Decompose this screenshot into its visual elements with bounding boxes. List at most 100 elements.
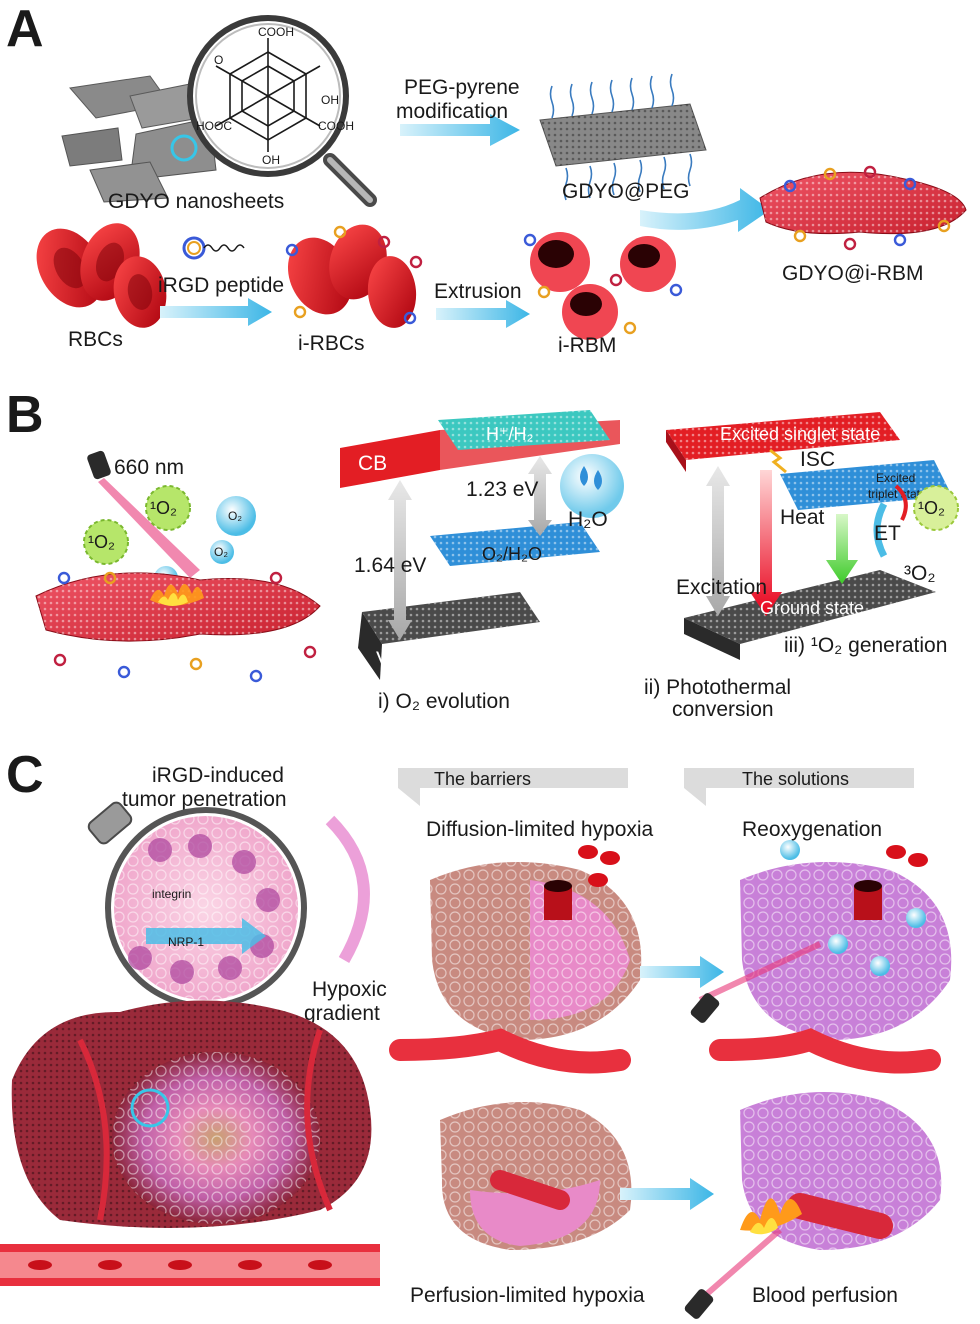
i-rbcs-illustration [285, 224, 423, 328]
label-reoxygenation: Reoxygenation [742, 818, 882, 841]
isc-zigzag-icon [769, 448, 787, 474]
arrow-blood-perfusion [620, 1178, 714, 1210]
label-gdyo-irbm: GDYO@i-RBM [782, 262, 923, 285]
label-nrp1: NRP-1 [168, 935, 204, 949]
panel-a-letter: A [6, 0, 44, 58]
gdyo-peg-illustration [539, 73, 707, 201]
label-excited-triplet-1: Excited [876, 471, 915, 485]
label-o2-bubble-1: O₂ [228, 509, 242, 523]
tumor-zoom-circle [130, 1088, 170, 1128]
arrow-1-23ev [528, 456, 552, 536]
i-rbm-illustration [523, 232, 683, 340]
magnifier-chemical-structure: COOH OH HOOC COOH OH O [187, 15, 377, 207]
label-o2-h2o: O₂/H₂O [482, 544, 542, 564]
laser-icon-c-bottom [684, 1289, 714, 1319]
gdyo-irbm-illustration [759, 165, 967, 251]
label-gdyo-peg: GDYO@PEG [562, 180, 690, 203]
label-h2o: H₂O [568, 508, 608, 531]
label-singlet-oxygen-2: ¹O₂ [88, 532, 115, 552]
label-tumor-penetration: tumor penetration [122, 788, 287, 811]
label-1-64ev: 1.64 eV [354, 554, 426, 577]
label-gdyo-nanosheets: GDYO nanosheets [108, 190, 284, 213]
arrow-excitation [706, 466, 730, 616]
label-irgd-peptide: iRGD peptide [158, 274, 284, 297]
tumor-penetration-magnifier: integrin NRP-1 [87, 801, 370, 1009]
label-gradient: gradient [304, 1002, 380, 1025]
label-1o2-generation: iii) ¹O₂ generation [784, 634, 947, 657]
label-integrin: integrin [152, 887, 191, 901]
panel-c: C iRGD-induced tumor penetration integri… [0, 746, 952, 1319]
label-perfusion-limited: Perfusion-limited hypoxia [410, 1284, 645, 1307]
laser-icon-c-top [690, 993, 720, 1023]
label-et: ET [874, 522, 901, 545]
panel-a: A [6, 0, 967, 357]
tumor-illustration [0, 1000, 380, 1286]
label-triplet-oxygen: ³O₂ [904, 562, 935, 585]
label-extrusion: Extrusion [434, 280, 522, 303]
tumor-lobe-diffusion-limited [389, 845, 642, 1074]
label-cb: CB [358, 452, 387, 475]
gdyo-irbm-sheet-b [35, 571, 321, 683]
label-rbcs: RBCs [68, 328, 123, 351]
arrow-et-blue [873, 502, 888, 558]
label-modification: modification [396, 100, 508, 123]
laser-icon [87, 450, 200, 578]
label-o2-evolution: i) O₂ evolution [378, 690, 510, 713]
label-photothermal-1: ii) Photothermal [644, 676, 791, 699]
label-diffusion-limited: Diffusion-limited hypoxia [426, 818, 654, 841]
label-excitation: Excitation [676, 576, 767, 599]
label-excited-singlet: Excited singlet state [720, 424, 880, 444]
chem-label-oh-bottom: OH [262, 153, 280, 167]
label-vb: VB [376, 648, 404, 671]
tumor-lobe-perfusion-limited [440, 1102, 632, 1250]
label-heat: Heat [780, 506, 825, 529]
label-the-solutions: The solutions [742, 769, 849, 789]
label-i-rbm: i-RBM [558, 334, 616, 357]
tumor-lobe-reoxygenation [690, 840, 952, 1074]
label-singlet-oxygen-1: ¹O₂ [150, 498, 177, 518]
chem-label-o-left: O [214, 53, 223, 67]
arrow-extrusion [436, 300, 530, 328]
arrow-ground-state [826, 514, 858, 584]
banner-solutions: The solutions [684, 768, 914, 806]
banner-barriers: The barriers [398, 768, 628, 806]
arrow-1-64ev [388, 480, 412, 640]
panel-b-letter: B [6, 386, 44, 444]
label-peg-pyrene: PEG-pyrene [404, 76, 520, 99]
panel-c-letter: C [6, 746, 44, 804]
label-singlet-oxygen-right: ¹O₂ [918, 498, 945, 518]
chem-label-hooc-left: HOOC [196, 119, 232, 133]
hypoxic-gradient-arc [325, 815, 370, 963]
panel-b: B 660 nm ¹O₂ ¹O₂ O₂ O₂ O₂ [6, 386, 959, 721]
label-h-h2: H⁺/H₂ [486, 424, 534, 444]
zoom-circle [170, 134, 198, 162]
singlet-oxygen-burst-1: ¹O₂ [145, 485, 191, 531]
band-diagram-o2-evolution: CB H⁺/H₂ O₂/H₂O VB 1.64 eV 1.23 eV H₂O i… [340, 410, 624, 713]
label-i-rbcs: i-RBCs [298, 332, 365, 355]
label-the-barriers: The barriers [434, 769, 531, 789]
chem-label-cooh-top: COOH [258, 25, 294, 39]
arrow-peg-modification [400, 114, 520, 146]
label-hypoxic: Hypoxic [312, 978, 387, 1001]
rbcs-illustration [36, 223, 167, 328]
arrow-heat [750, 470, 782, 616]
water-drops-icon [560, 454, 624, 518]
label-isc: ISC [800, 448, 835, 471]
irgd-peptide-icon [182, 236, 245, 260]
label-photothermal-2: conversion [672, 698, 774, 721]
label-o2-bubble-2: O₂ [214, 545, 228, 559]
singlet-oxygen-burst-2: ¹O₂ [83, 519, 129, 565]
chem-label-oh-right: OH [321, 93, 339, 107]
label-laser-wavelength: 660 nm [114, 456, 184, 479]
label-excited-triplet-2: triplet state [868, 487, 927, 501]
label-irgd-induced: iRGD-induced [152, 764, 284, 787]
arrow-et-red [894, 484, 908, 521]
chem-label-cooh-right: COOH [318, 119, 354, 133]
arrow-converge [640, 188, 770, 232]
gdyo-nanosheets-illustration [61, 75, 217, 203]
arrow-reoxygenation [640, 956, 724, 988]
jablonski-diagram: Excited singlet state ISC Excited triple… [644, 412, 959, 721]
arrow-irgd [160, 298, 272, 326]
label-1-23ev: 1.23 eV [466, 478, 538, 501]
